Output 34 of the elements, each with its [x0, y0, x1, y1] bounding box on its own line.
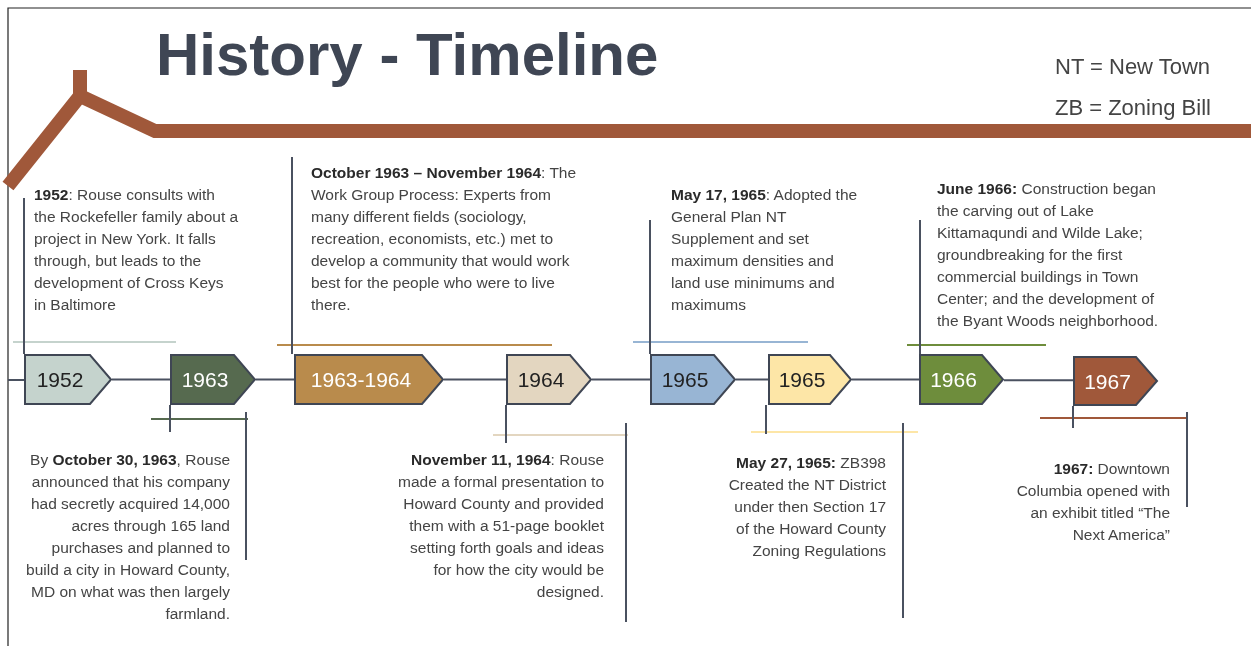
event-description: June 1966: Construction began the carving out of Lake Kittamaqundi and Wilde Lake; groundbreaking for the first commercial buildings in Town Center; and the development of the Byant Woods neighborhood.	[937, 179, 1160, 331]
event-description: May 17, 1965: Adopted the General Plan NT Supplement and set maximum densities and land use minimums and maximums	[671, 185, 859, 315]
event-description: By October 30, 1963, Rouse announced that his company had secretly acquired 14,000 acres through 165 land purchases and planned to build a city in Howard County, MD on what was then largely farmland.	[25, 450, 230, 624]
timeline-connector	[111, 378, 171, 381]
year-label: 1952	[35, 367, 85, 393]
year-pentagon	[506, 354, 593, 405]
timeline-connector	[255, 378, 295, 381]
timeline-connector	[1003, 379, 1074, 382]
year-pentagon	[170, 354, 257, 405]
abbreviation-note: NT = New Town	[1055, 54, 1211, 80]
event-description: October 1963 – November 1964: The Work Group Process: Experts from many different fields (sociology, recreation, economists, etc.) met to develop a community that would work best for the people who were to live there.	[311, 163, 578, 315]
year-label: 1967	[1083, 368, 1132, 395]
timeline-connector	[851, 378, 920, 381]
event-description: 1967: Downtown Columbia opened with an exhibit titled “The Next America”	[1015, 459, 1170, 545]
abbreviation-note: ZB = Zoning Bill	[1055, 95, 1211, 121]
year-pentagon	[919, 354, 1005, 405]
year-pentagon	[1073, 356, 1159, 406]
timeline-connector	[591, 378, 651, 381]
timeline-connector	[735, 378, 769, 381]
year-label: 1965	[777, 367, 827, 393]
event-description: 1952: Rouse consults with the Rockefeller family about a project in New York. It falls through, but leads to the development of Cross Keys in Baltimore	[34, 185, 239, 315]
year-label: 1966	[929, 367, 978, 393]
year-label: 1964	[516, 367, 566, 393]
title: History - Timeline	[156, 20, 659, 89]
year-pentagon	[650, 354, 737, 405]
timeline-connector	[443, 378, 507, 381]
year-label: 1963	[180, 367, 230, 393]
year-label: 1963-1964	[309, 367, 413, 393]
event-description: November 11, 1964: Rouse made a formal presentation to Howard County and provided them with a 51-page booklet setting forth goals and ideas for how the city would be designed.	[398, 450, 604, 602]
event-description: May 27, 1965: ZB398 Created the NT District under then Section 17 of the Howard County Zoning Regulations	[727, 453, 886, 561]
year-pentagon	[24, 354, 113, 405]
year-pentagon	[294, 354, 445, 405]
year-label: 1965	[660, 367, 710, 393]
year-pentagon	[768, 354, 853, 405]
